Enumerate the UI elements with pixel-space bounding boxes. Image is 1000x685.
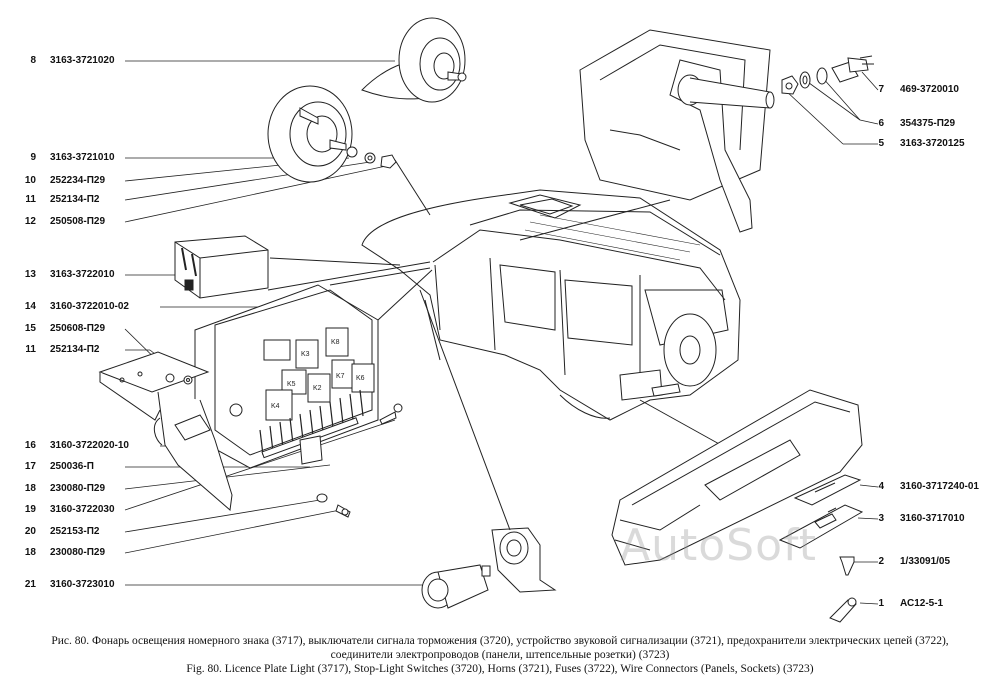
bracket-16-drawing — [98, 351, 233, 511]
callout-part: 3163-3722010 — [50, 269, 115, 280]
relay-label-k7: K7 — [336, 373, 345, 380]
callout-num: 7 — [878, 84, 884, 95]
callout-part: 3160-3723010 — [50, 579, 115, 590]
horn-8-drawing — [361, 17, 467, 103]
licence-plate-light-drawing — [611, 389, 863, 566]
callout-num: 13 — [24, 269, 36, 280]
callout-part: 469-3720010 — [900, 84, 959, 95]
stoplight-bracket-drawing — [579, 29, 775, 233]
callout-num: 11 — [25, 194, 36, 205]
small-fasteners-left — [316, 403, 403, 518]
fuse-box-14-drawing — [194, 284, 379, 469]
callout-num: 17 — [24, 461, 36, 472]
callout-part: 252234-П29 — [50, 175, 106, 186]
right-leader-lines — [784, 71, 879, 605]
relay-label-k4: K4 — [271, 403, 280, 410]
watermark: AutoSoft — [620, 520, 817, 571]
callout-num: 2 — [878, 556, 884, 567]
callout-num: 14 — [24, 301, 36, 312]
callout-part: 3160-3722030 — [50, 504, 115, 515]
horn-9-drawing — [267, 85, 397, 183]
relay-13-drawing — [174, 235, 269, 299]
relay-label-k3: K3 — [301, 351, 310, 358]
callout-num: 18 — [24, 483, 36, 494]
callout-part: 3160-3717010 — [900, 513, 965, 524]
callout-part: 3160-3717240-01 — [900, 481, 979, 492]
callout-num: 1 — [878, 598, 884, 609]
callout-part: 250036-П — [50, 461, 94, 472]
suv-body-drawing — [361, 189, 741, 421]
callout-pointer-lines — [267, 159, 731, 531]
callout-num: 16 — [24, 440, 36, 451]
callout-part: 354375-П29 — [900, 118, 956, 129]
callout-part: 250608-П29 — [50, 323, 106, 334]
callout-part: 252153-П2 — [50, 526, 100, 537]
callout-num: 18 — [24, 547, 36, 558]
callout-num: 15 — [24, 323, 36, 334]
relay-label-k2: K2 — [313, 385, 322, 392]
callout-num: 12 — [24, 216, 36, 227]
relay-label-k5: K5 — [287, 381, 296, 388]
plate-light-parts-drawing — [778, 474, 864, 623]
callout-num: 5 — [878, 138, 884, 149]
relay-label-k6: K6 — [356, 375, 365, 382]
callout-num: 19 — [24, 504, 36, 515]
callout-num: 9 — [30, 152, 36, 163]
caption-english: Fig. 80. Licence Plate Light (3717), Sto… — [186, 663, 814, 675]
callout-part: 3163-3721010 — [50, 152, 115, 163]
callout-part: АС12-5-1 — [900, 598, 944, 609]
callout-num: 21 — [24, 579, 36, 590]
left-leader-lines — [124, 60, 425, 586]
callout-part: 250508-П29 — [50, 216, 106, 227]
callout-part: 3163-3721020 — [50, 55, 115, 66]
callout-part: 230080-П29 — [50, 483, 106, 494]
callout-num: 20 — [24, 526, 36, 537]
callout-num: 4 — [878, 481, 884, 492]
callout-num: 11 — [25, 344, 36, 355]
callout-num: 3 — [878, 513, 884, 524]
fuse-relay-labels: K3 K8 K5 K2 K7 K6 K4 — [271, 339, 365, 410]
callout-part: 230080-П29 — [50, 547, 106, 558]
callout-part: 252134-П2 — [50, 344, 100, 355]
callout-num: 8 — [30, 55, 36, 66]
callout-part: 3160-3722020-10 — [50, 440, 129, 451]
switch-7-and-nuts-drawing — [781, 55, 874, 95]
caption-russian-line-2: соединители электропроводов (панели, ште… — [330, 649, 670, 661]
callout-part: 1/33091/05 — [900, 556, 951, 567]
relay-label-k8: K8 — [331, 339, 340, 346]
socket-21-drawing — [421, 527, 557, 609]
callout-part: 3160-3722010-02 — [50, 301, 129, 312]
callout-num: 6 — [878, 118, 884, 129]
callout-num: 10 — [24, 175, 36, 186]
callout-part: 252134-П2 — [50, 194, 100, 205]
callout-part: 3163-3720125 — [900, 138, 965, 149]
caption-russian-line-1: Рис. 80. Фонарь освещения номерного знак… — [51, 635, 949, 647]
